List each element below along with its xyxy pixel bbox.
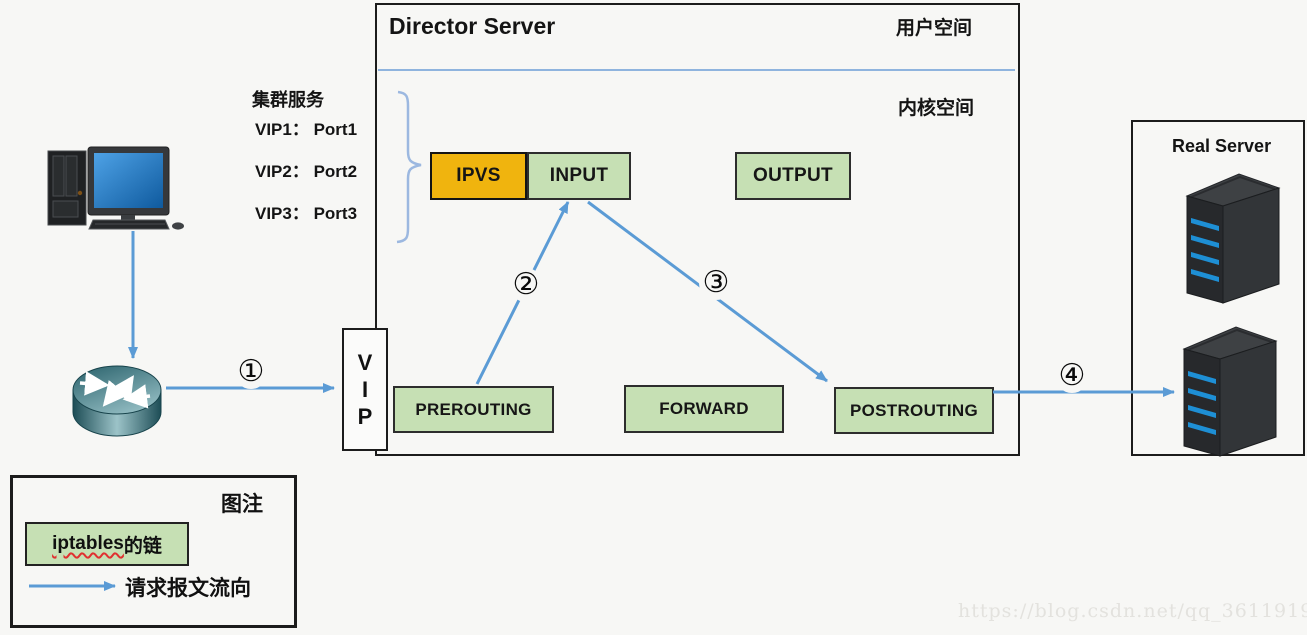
vip-letter-p: P [357, 403, 373, 429]
input-chain-node: INPUT [527, 152, 631, 200]
legend-title: 图注 [221, 493, 263, 516]
server-icon [1185, 173, 1281, 304]
watermark: https://blog.csdn.net/qq_36119192 [958, 600, 1307, 622]
output-chain-node: OUTPUT [735, 152, 851, 200]
legend-flow-arrow [29, 581, 116, 591]
legend-chain-sample-en: iptables [52, 533, 124, 554]
real-server-title: Real Server [1172, 136, 1272, 156]
vip-box: V I P [342, 328, 388, 451]
server-icon [1182, 326, 1278, 457]
director-server-box [375, 3, 1020, 456]
desktop-computer-icon [47, 146, 184, 230]
flow-step-2: ② [509, 268, 543, 302]
vip-letter-i: I [361, 376, 369, 402]
legend-chain-sample-zh: 的链 [123, 535, 162, 557]
user-kernel-space-divider [378, 69, 1015, 71]
flow-step-1: ① [234, 355, 268, 389]
ipvs-node: IPVS [430, 152, 527, 200]
director-server-title: Director Server [389, 13, 556, 39]
cluster-service-heading: 集群服务 [252, 90, 324, 110]
forward-chain-node: FORWARD [624, 385, 784, 433]
flow-step-4: ④ [1055, 359, 1089, 393]
prerouting-chain-node: PREROUTING [393, 386, 554, 433]
kernel-space-label: 内核空间 [898, 98, 975, 119]
postrouting-chain-node: POSTROUTING [834, 387, 994, 434]
cluster-vip-entry-1: VIP1： Port1 [255, 120, 358, 139]
cluster-vip-entry-2: VIP2： Port2 [255, 162, 358, 181]
vip-letter-v: V [357, 349, 373, 375]
cluster-vip-entry-3: VIP3： Port3 [255, 204, 358, 223]
flow-step-3: ③ [699, 266, 733, 300]
legend-flow-label: 请求报文流向 [125, 577, 251, 600]
user-space-label: 用户空间 [896, 18, 973, 39]
router-icon [72, 365, 162, 437]
